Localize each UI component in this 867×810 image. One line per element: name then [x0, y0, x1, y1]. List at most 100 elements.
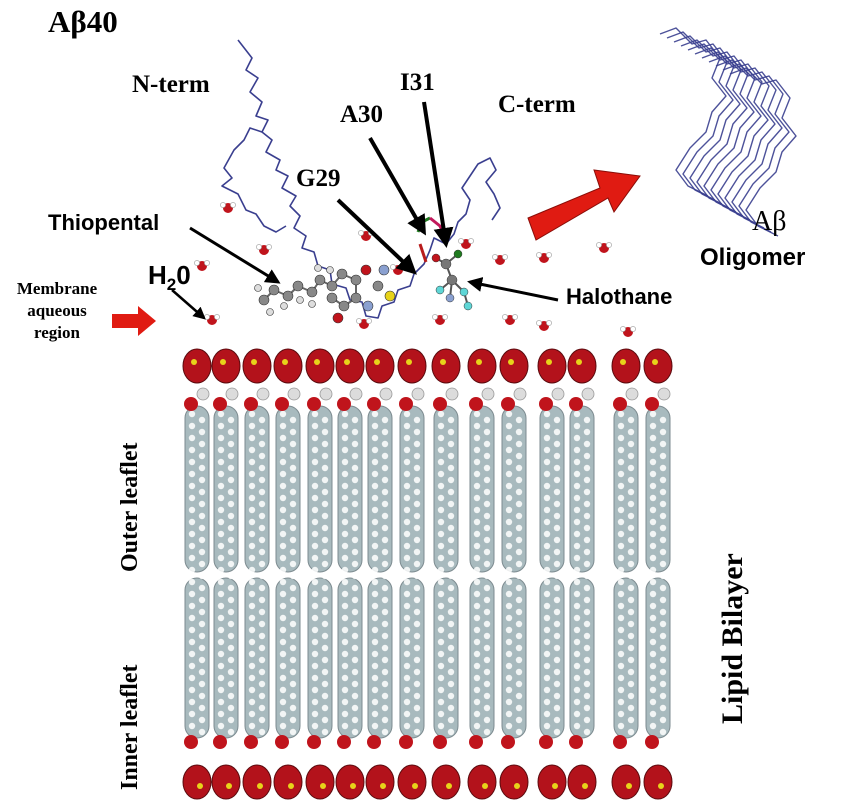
- lipid-atom: [351, 512, 359, 520]
- lipid-atom: [627, 416, 635, 424]
- lipid-atom: [198, 452, 206, 460]
- lipid-atom: [217, 494, 225, 502]
- lipid-atom: [543, 506, 551, 514]
- lipid-atom: [413, 548, 421, 556]
- lipid-atom: [351, 452, 359, 460]
- lipid-atom: [248, 638, 256, 646]
- lipid-atom: [279, 422, 287, 430]
- lipid-atom: [248, 554, 256, 562]
- thiopental-atom: [372, 280, 384, 292]
- lipid-atom: [553, 524, 561, 532]
- lipid-atom: [505, 446, 513, 454]
- lipid-atom: [437, 494, 445, 502]
- lipid-atom: [248, 686, 256, 694]
- lipid-atom: [649, 434, 657, 442]
- lipid-glycerol-oxygen: [613, 397, 627, 411]
- pointer-arrows: [171, 101, 559, 320]
- lipid-atom: [248, 566, 256, 574]
- lipid-atom: [649, 446, 657, 454]
- lipid-atom: [311, 482, 319, 490]
- lipid-atom: [321, 728, 329, 736]
- lipid-atom: [617, 650, 625, 658]
- lipid-atom: [341, 458, 349, 466]
- lipid-tail-outer: [213, 405, 239, 573]
- lipid-atom: [341, 602, 349, 610]
- lipid-atom: [311, 626, 319, 634]
- lipid-atom: [515, 560, 523, 568]
- lipid-atom: [381, 620, 389, 628]
- lipid-atom: [279, 638, 287, 646]
- lipid-atom: [188, 638, 196, 646]
- lipid-atom: [289, 668, 297, 676]
- lipid-atom: [437, 650, 445, 658]
- water-molecule: [220, 202, 236, 213]
- lipid-atom: [217, 434, 225, 442]
- lipid-bilayer: [182, 348, 673, 800]
- lipid-atom: [227, 644, 235, 652]
- lipid-phosphorus: [220, 359, 226, 365]
- lipid-atom: [583, 632, 591, 640]
- lipid-atom: [437, 566, 445, 574]
- lipid-atom: [515, 608, 523, 616]
- lipid-atom: [543, 650, 551, 658]
- lipid-atom: [543, 686, 551, 694]
- lipid-phosphorus: [350, 783, 356, 789]
- lipid-glycerol-oxygen: [645, 735, 659, 749]
- lipid-phosphorus: [226, 783, 232, 789]
- oligomer-strand: [659, 27, 727, 197]
- lipid-atom: [381, 464, 389, 472]
- lipid-atom: [289, 560, 297, 568]
- lipid-atom: [381, 668, 389, 676]
- lipid-atom: [403, 578, 411, 586]
- water-hydrogen: [204, 314, 210, 320]
- lipid-atom: [447, 620, 455, 628]
- lipid-atom: [248, 506, 256, 514]
- lipid-atom: [413, 524, 421, 532]
- lipid-atom: [437, 614, 445, 622]
- lipid-glycerol-oxygen: [337, 397, 351, 411]
- lipid-atom: [248, 578, 256, 586]
- lipid-atom: [351, 548, 359, 556]
- lipid-atom: [659, 692, 667, 700]
- lipid-atom: [311, 662, 319, 670]
- label-c-term: C-term: [498, 91, 576, 118]
- lipid-atom: [279, 530, 287, 538]
- lipid-atom: [311, 638, 319, 646]
- lipid-atom: [351, 704, 359, 712]
- lipid-atom: [403, 518, 411, 526]
- lipid-atom: [198, 596, 206, 604]
- lipid-atom: [289, 728, 297, 736]
- lipid-atom: [447, 656, 455, 664]
- lipid-atom: [188, 578, 196, 586]
- water-hydrogen: [492, 254, 498, 260]
- lipid-atom: [217, 554, 225, 562]
- lipid-atom: [311, 590, 319, 598]
- lipid-atom: [659, 632, 667, 640]
- lipid-atom: [543, 542, 551, 550]
- lipid-atom: [321, 488, 329, 496]
- lipid-glycerol-oxygen: [244, 397, 258, 411]
- lipid-glycerol-carbon: [551, 387, 565, 401]
- lipid-atom: [403, 626, 411, 634]
- lipid-atom: [553, 728, 561, 736]
- lipid-atom: [483, 452, 491, 460]
- lipid-atom: [583, 656, 591, 664]
- lipid-glycerol-oxygen: [184, 735, 198, 749]
- abeta40-backbone-loop: [221, 127, 287, 233]
- lipid-atom: [473, 434, 481, 442]
- lipid-atom: [381, 500, 389, 508]
- lipid-atom: [649, 614, 657, 622]
- lipid-atom: [437, 434, 445, 442]
- water-molecule: [432, 314, 448, 325]
- lipid-atom: [279, 518, 287, 526]
- lipid-atom: [553, 548, 561, 556]
- lipid-atom: [447, 512, 455, 520]
- lipid-atom: [227, 692, 235, 700]
- lipid-tail-inner: [244, 577, 270, 739]
- lipid-atom: [217, 662, 225, 670]
- lipid-atom: [227, 452, 235, 460]
- water-molecule: [458, 238, 474, 249]
- lipid-atom: [505, 590, 513, 598]
- lipid-atom: [573, 686, 581, 694]
